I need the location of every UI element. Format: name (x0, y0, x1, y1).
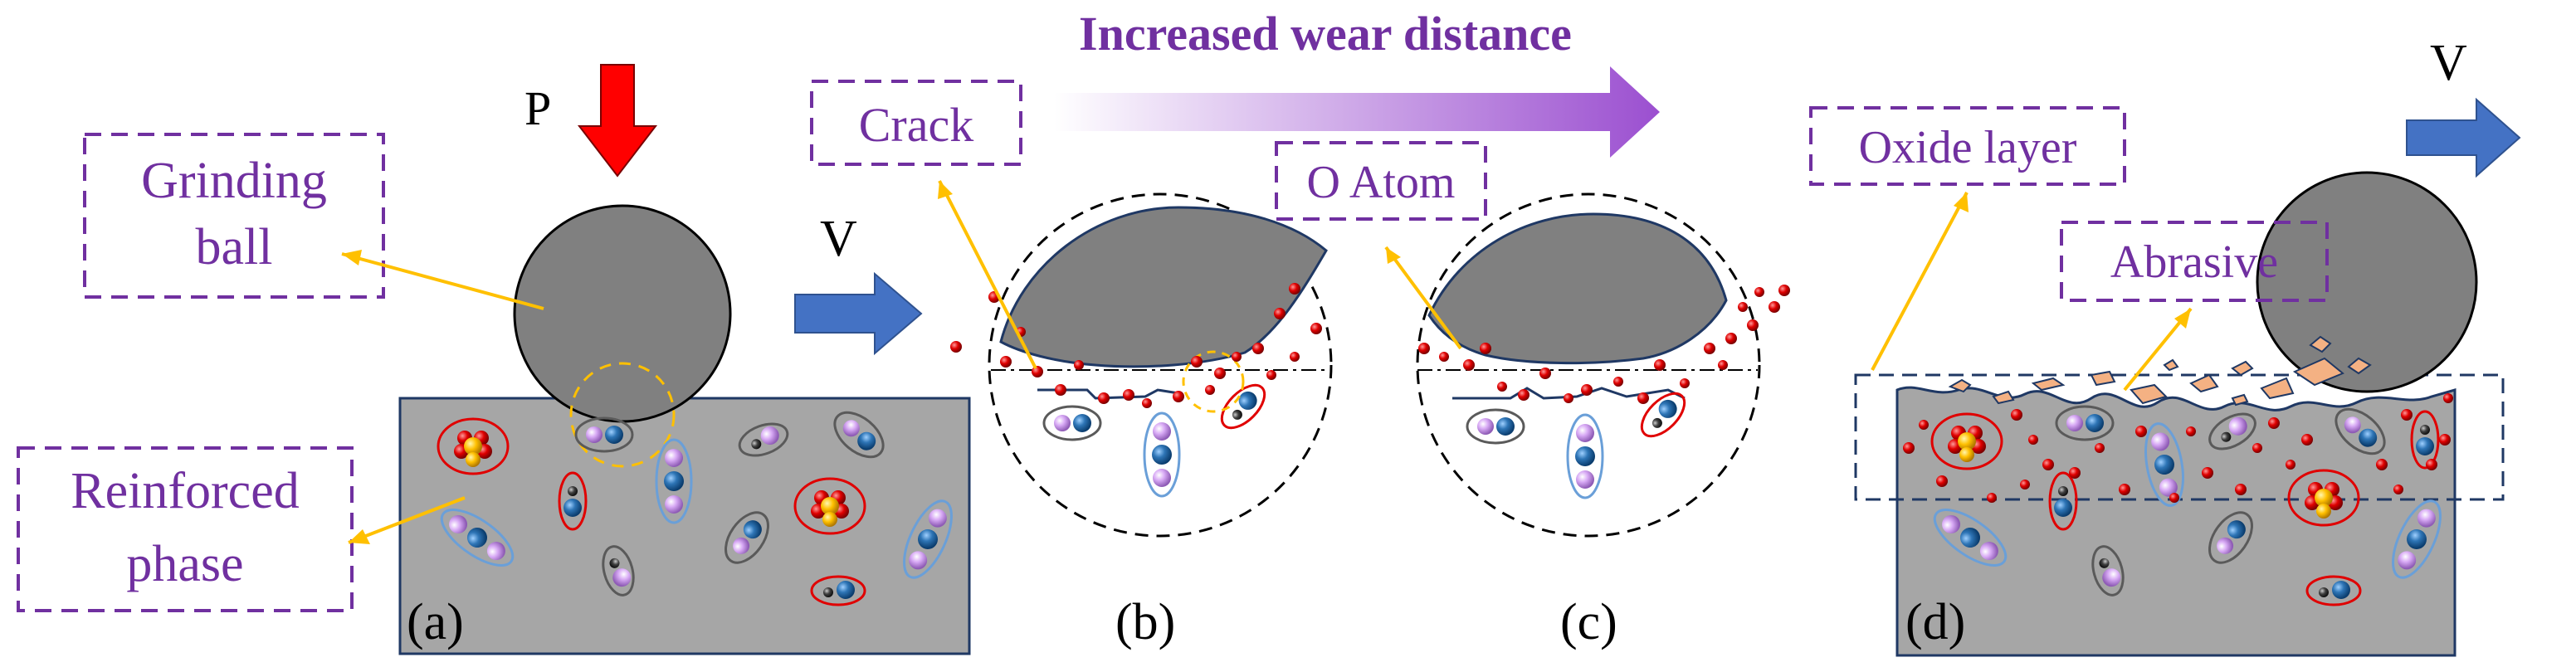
reinforced-phase-clusters-c (1466, 384, 1694, 499)
panel-d: V Oxide layer Abrasive (d) (1809, 35, 2521, 657)
contact-zone-a (569, 362, 676, 468)
crack-zone-b (1182, 350, 1245, 413)
right-arrow-icon (794, 271, 923, 356)
grinding-ball-label-line1: Grinding (141, 153, 327, 209)
down-arrow-icon (577, 64, 658, 178)
panel-label-b: (b) (1115, 594, 1175, 650)
ball-fragment-c (1427, 212, 1728, 365)
oxygen-atoms-c (1418, 285, 1790, 404)
grinding-ball-d (2256, 171, 2478, 393)
panel-a: P V Grinding ball Reinforced phase (a) (17, 64, 971, 655)
oxide-layer-label-box (1809, 106, 2126, 186)
magnified-zone-c (1416, 192, 1761, 538)
panel-label-c: (c) (1560, 594, 1617, 650)
oxide-layer-leader (1871, 192, 1969, 371)
right-arrow-icon (2406, 97, 2521, 178)
reinforced-phase-label-line2: phase (126, 536, 243, 592)
grinding-ball-a (513, 204, 732, 423)
panel-b: Crack (b) (810, 80, 1333, 650)
panel-label-d: (d) (1905, 594, 1965, 650)
ball-fragment-b (999, 206, 1328, 368)
grinding-ball-leader (341, 252, 544, 310)
reinforced-phase-label-line1: Reinforced (71, 463, 299, 519)
oxide-layer-label: Oxide layer (1859, 122, 2077, 173)
o-atom-label-box (1275, 141, 1487, 221)
crack-leader (938, 180, 1037, 369)
wear-distance-header: Increased wear distance (1054, 7, 1660, 158)
panel-c: O Atom (c) (1275, 141, 1790, 650)
abrasive-label: Abrasive (2110, 236, 2278, 288)
panel-label-a: (a) (407, 594, 464, 650)
velocity-label-1: V (820, 211, 857, 267)
title: Increased wear distance (1079, 7, 1572, 61)
gradient-right-arrow-icon (1054, 66, 1660, 158)
crack-label-box (810, 80, 1022, 166)
o-atom-label: O Atom (1307, 157, 1456, 208)
grinding-ball-label-box (83, 133, 385, 299)
reinforced-phase-leader (348, 496, 466, 544)
reinforced-phase-clusters-b (1042, 376, 1274, 498)
crack-label: Crack (859, 98, 974, 152)
abrasive-debris (1948, 335, 2372, 407)
abrasive-label-box (2060, 221, 2329, 302)
force-label: P (524, 81, 551, 135)
velocity-label-2: V (2430, 35, 2467, 91)
grinding-ball-label-line2: ball (196, 219, 273, 275)
oxygen-atoms-b (950, 283, 1322, 408)
reinforced-phase-label-box (17, 446, 354, 612)
substrate-d (1895, 386, 2456, 657)
magnified-zone-b (988, 192, 1333, 538)
o-atom-leader (1384, 246, 1462, 350)
oxygen-atoms-d (1903, 393, 2453, 503)
